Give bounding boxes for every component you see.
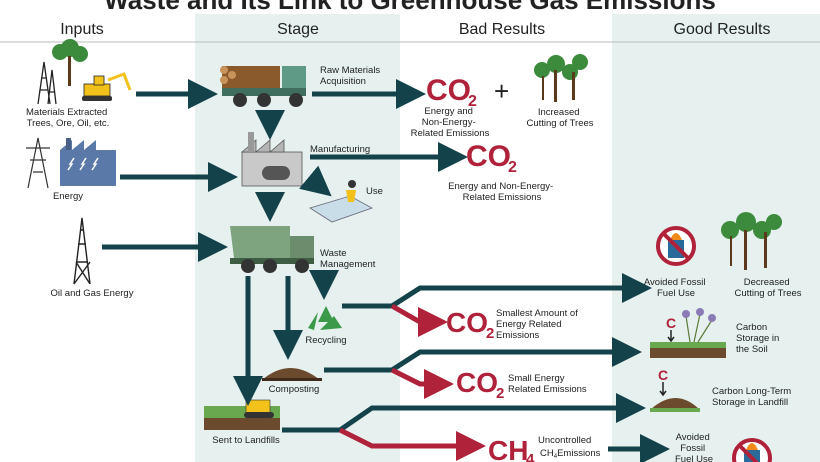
- avoided-fossil-label: Avoided Fossil Fuel Use: [644, 277, 708, 299]
- svg-text:CH: CH: [488, 435, 528, 462]
- factory-icon: [240, 132, 303, 187]
- landfill-emissions-label: Uncontrolled CH4Emissions: [538, 435, 601, 460]
- avoided-fossil-fuel-icon: [656, 226, 696, 266]
- decreased-cutting-trees-icon: [721, 212, 782, 270]
- plus-sign: +: [494, 76, 509, 106]
- stage-recycling-label: Recycling: [305, 335, 346, 346]
- ch4-landfill: CH 4: [488, 435, 535, 462]
- garbage-truck-icon: [230, 226, 314, 273]
- good-results-column-bg: [612, 14, 820, 462]
- svg-text:C: C: [658, 367, 668, 383]
- logging-truck-icon: [220, 66, 306, 107]
- increased-cutting-trees-icon: [534, 54, 588, 102]
- svg-text:CO: CO: [466, 140, 511, 173]
- carbon-soil-icon: C: [650, 308, 726, 358]
- oil-derrick-icon: [73, 217, 91, 285]
- stage-manufacturing-label: Manufacturing: [310, 144, 370, 155]
- header-stage: Stage: [277, 21, 319, 38]
- svg-text:CO: CO: [426, 74, 471, 107]
- stage-waste-label: Waste Management: [320, 248, 376, 270]
- oil-gas-input-label: Oil and Gas Energy: [51, 288, 134, 299]
- stage-raw-label: Raw Materials Acquisition: [320, 65, 383, 87]
- composting-emissions-label: Small Energy Related Emissions: [508, 373, 587, 395]
- co2-manufacturing: CO 2: [466, 140, 517, 176]
- branch-arrows: [282, 273, 670, 462]
- stage-arrows: [233, 110, 339, 406]
- avoided-fossil-2-label: Avoided Fossil Fuel Use: [675, 432, 713, 462]
- avoided-fossil-fuel-2-icon: [732, 438, 772, 462]
- header-good-results: Good Results: [674, 21, 771, 38]
- landfill-bulldozer-icon: [204, 399, 280, 430]
- materials-input-icon: [37, 39, 132, 105]
- svg-text:2: 2: [486, 325, 494, 342]
- svg-text:CO: CO: [446, 307, 488, 338]
- svg-text:4: 4: [526, 451, 535, 462]
- stage-use-label: Use: [366, 186, 383, 197]
- materials-input-label: Materials Extracted Trees, Ore, Oil, etc…: [26, 107, 110, 129]
- recycling-emissions-label: Smallest Amount of Energy Related Emissi…: [496, 308, 581, 341]
- decreased-cutting-label: Decreased Cutting of Trees: [734, 277, 801, 299]
- svg-text:2: 2: [496, 385, 504, 402]
- recycling-icon: [308, 306, 342, 330]
- svg-text:CO: CO: [456, 367, 498, 398]
- stage-landfills-label: Sent to Landfills: [212, 435, 280, 446]
- stage-composting-label: Composting: [269, 384, 320, 395]
- svg-text:C: C: [666, 315, 676, 331]
- carbon-landfill-icon: C: [650, 367, 700, 412]
- increased-cutting-label: Increased Cutting of Trees: [526, 107, 593, 129]
- co2-recycling: CO 2: [446, 307, 494, 342]
- bad-arrows: [310, 79, 468, 172]
- carbon-soil-label: Carbon Storage in the Soil: [736, 322, 782, 355]
- header-bad-results: Bad Results: [459, 21, 545, 38]
- co2-composting: CO 2: [456, 367, 504, 402]
- carbon-landfill-label: Carbon Long-Term Storage in Landfill: [712, 386, 794, 408]
- co2-raw: CO 2: [426, 74, 477, 110]
- use-icon: [309, 180, 373, 223]
- input-arrows: [102, 79, 238, 262]
- diagram-title: Waste and Its Link to Greenhouse Gas Emi…: [104, 0, 716, 15]
- compost-icon: [262, 368, 322, 381]
- mfg-emissions-label: Energy and Non-Energy- Related Emissions: [448, 181, 556, 203]
- svg-text:2: 2: [468, 93, 477, 110]
- header-inputs: Inputs: [60, 21, 104, 38]
- energy-input-icon: [26, 137, 116, 189]
- energy-input-label: Energy: [53, 191, 83, 202]
- raw-emissions-label: Energy and Non-Energy- Related Emissions: [411, 106, 490, 139]
- svg-text:2: 2: [508, 159, 517, 176]
